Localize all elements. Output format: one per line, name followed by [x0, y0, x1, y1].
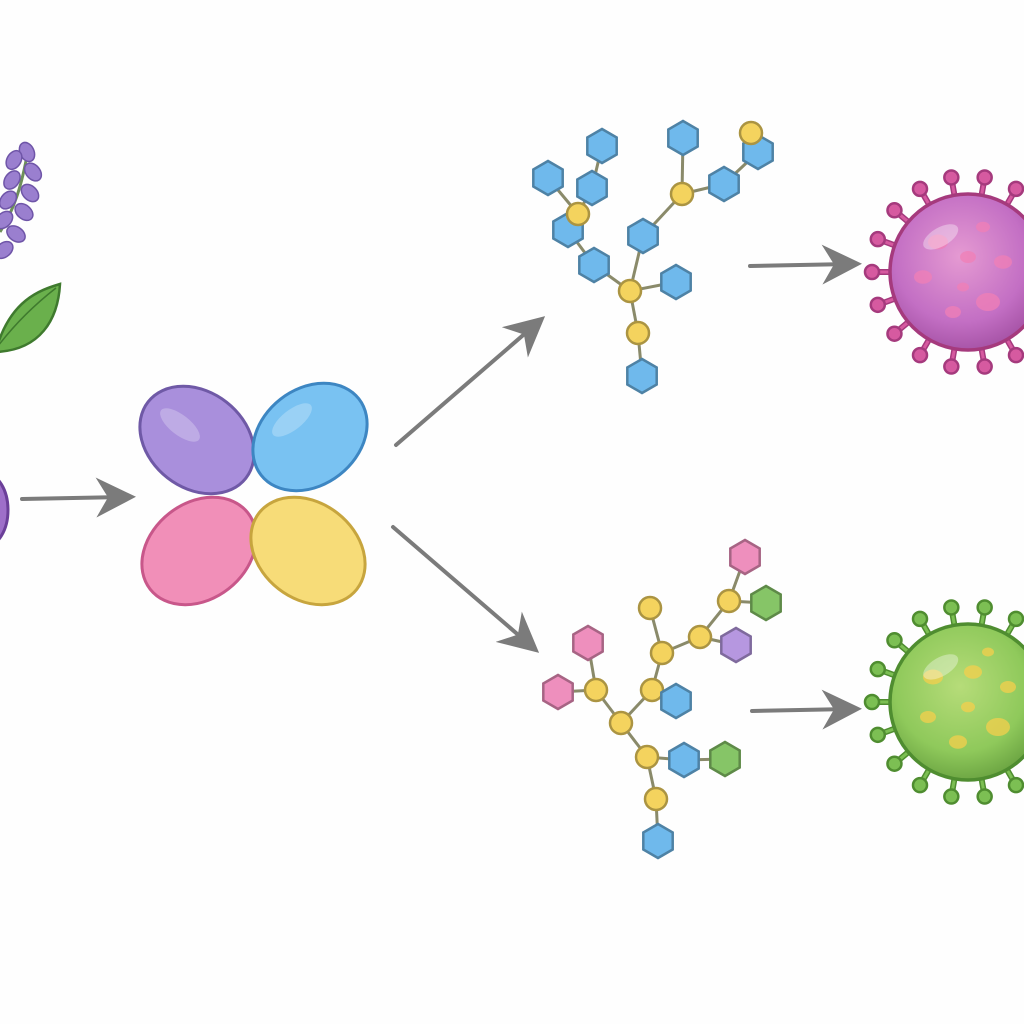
cell-spike-head: [976, 358, 993, 375]
purple-lobe: [138, 384, 256, 496]
cell-blotch: [1000, 681, 1016, 693]
four-lobe-complex: [138, 381, 369, 607]
glycan-node-yellow: [637, 595, 663, 621]
cell-blotch: [928, 234, 948, 250]
cell-blotch: [920, 711, 936, 723]
cell-spike-head: [1007, 180, 1024, 198]
cell-spike-head: [976, 169, 993, 186]
cell-spike-head: [1007, 610, 1024, 628]
glycan-node-yellow: [639, 677, 665, 703]
lavender-plant-icon: [0, 141, 43, 260]
cell-spike-head: [1007, 346, 1024, 364]
cell-spike-head: [886, 632, 903, 649]
leaf-icon: [0, 282, 62, 353]
cell-spike-head: [943, 169, 960, 186]
cell-body: [888, 622, 1024, 782]
cell-spike-head: [911, 610, 929, 628]
cell-spike-head: [886, 325, 903, 342]
cell-blotch: [964, 665, 982, 679]
cell-spike-head: [863, 263, 881, 281]
glycan-node-pink: [542, 673, 574, 711]
cell-spike-head: [1007, 776, 1024, 794]
cell-blotch: [994, 255, 1012, 269]
source-purple-blob: [0, 479, 10, 541]
cell-body: [888, 192, 1024, 352]
cell-blotch: [957, 282, 969, 292]
cell-spike-head: [869, 726, 887, 744]
cell-spike-head: [869, 230, 887, 248]
blue-lobe: [251, 381, 369, 493]
glycan-node-yellow: [634, 744, 660, 770]
arrow-source-to-complex: [20, 477, 136, 518]
glycan-node-yellow: [643, 786, 669, 812]
pink-lobe: [140, 495, 258, 607]
glycan-node-green: [750, 584, 782, 622]
arrow-complex-to-lower-glycan: [391, 525, 540, 653]
cell-highlight: [923, 224, 959, 250]
glycan-node-blue: [626, 357, 658, 395]
arrows: [20, 244, 862, 730]
glycan-node-green: [709, 740, 741, 778]
glycan-node-blue: [668, 741, 700, 779]
cell-spike-head: [863, 693, 881, 711]
glycan-node-blue: [660, 263, 692, 301]
yellow-lobe: [249, 495, 367, 607]
cell-blotch: [949, 735, 967, 749]
cell-blotch: [976, 293, 1000, 311]
glycan-node-pink: [572, 624, 604, 662]
glycan-node-yellow: [565, 201, 591, 227]
glycan-tree-mixed: [542, 538, 782, 860]
pink-virus-cell-icon: [863, 169, 1024, 375]
glycan-node-yellow: [716, 588, 742, 614]
cell-spike-head: [943, 358, 960, 375]
glycan-node-blue: [576, 169, 608, 207]
cell-spike-head: [911, 180, 929, 198]
glycan-node-purple: [720, 626, 752, 664]
cell-spike-head: [976, 599, 993, 616]
cell-blotch: [986, 718, 1010, 736]
cell-blotch: [914, 270, 932, 284]
cell-spike-head: [869, 660, 887, 678]
glycan-node-blue: [660, 682, 692, 720]
cell-spike-head: [943, 788, 960, 805]
arrow-lower-glycan-to-green-cell: [750, 689, 862, 730]
cell-blotch: [961, 701, 975, 713]
cell-highlight: [923, 654, 959, 680]
glycan-node-blue: [578, 246, 610, 284]
glycan-node-yellow: [625, 320, 651, 346]
cell-spike-head: [869, 296, 887, 314]
glycan-node-blue: [586, 127, 618, 165]
arrow-complex-to-upper-glycan: [394, 316, 546, 447]
glycan-node-yellow: [608, 710, 634, 736]
glycan-node-yellow: [649, 640, 675, 666]
cell-blotch: [923, 669, 943, 685]
arrow-upper-glycan-to-pink-cell: [748, 244, 862, 285]
glycan-node-blue: [708, 165, 740, 203]
cell-spike-head: [911, 346, 929, 364]
glycan-node-blue: [667, 119, 699, 157]
glycan-node-yellow: [687, 624, 713, 650]
cell-spike-head: [976, 788, 993, 805]
glycan-node-yellow: [738, 120, 764, 146]
green-virus-cell-icon: [863, 599, 1024, 805]
glycan-node-pink: [729, 538, 761, 576]
cell-spike-head: [886, 202, 903, 219]
glycan-node-yellow: [583, 677, 609, 703]
cell-blotch: [960, 251, 976, 263]
glycan-node-blue: [627, 217, 659, 255]
glycan-node-yellow: [617, 278, 643, 304]
glycan-node-blue: [532, 159, 564, 197]
glycan-node-blue: [642, 822, 674, 860]
cell-blotch: [945, 306, 961, 318]
glycan-tree-blue: [532, 119, 774, 395]
cell-spike-head: [911, 776, 929, 794]
cell-blotch: [976, 221, 990, 233]
cell-blotch: [982, 647, 994, 657]
cell-spike-head: [886, 755, 903, 772]
cell-spike-head: [943, 599, 960, 616]
glycan-node-yellow: [669, 181, 695, 207]
